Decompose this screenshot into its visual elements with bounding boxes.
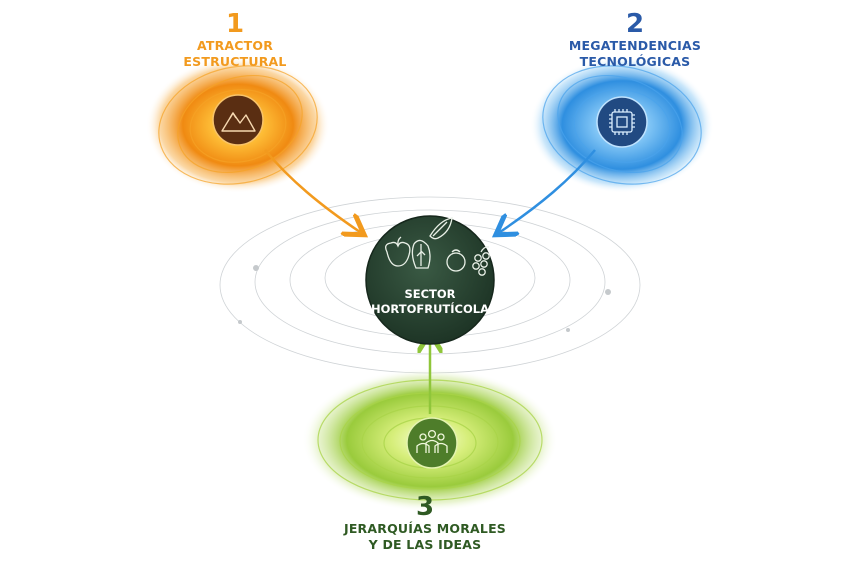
force-label-3: 3 JERARQUÍAS MORALES Y DE LAS IDEAS	[310, 493, 540, 553]
orbit-dot	[253, 265, 259, 271]
center-title-line: SECTOR	[404, 287, 456, 301]
force-title: MEGATENDENCIAS	[568, 38, 702, 53]
force-number: 3	[415, 492, 435, 522]
force-title: TECNOLÓGICAS	[579, 54, 691, 69]
people-group-icon	[416, 429, 448, 453]
orbit-dot	[566, 328, 570, 332]
force-title: ATRACTOR	[196, 38, 274, 53]
force-number: 1	[225, 9, 245, 39]
force-label-2: 2 MEGATENDENCIAS TECNOLÓGICAS	[545, 10, 725, 70]
force-number: 2	[625, 9, 645, 39]
center-title-line: HORTOFRUTÍCOLA	[371, 302, 489, 316]
force-title: ESTRUCTURAL	[183, 54, 287, 69]
center-node	[365, 215, 495, 345]
fruits-vegetables-icon	[385, 217, 490, 276]
vortex-atractor-estructural	[146, 57, 360, 232]
force-title: JERARQUÍAS MORALES	[343, 521, 507, 536]
force-label-1: 1 ATRACTOR ESTRUCTURAL	[160, 10, 310, 70]
mountain-icon	[221, 112, 256, 132]
microchip-icon	[609, 109, 635, 135]
center-title: SECTOR HORTOFRUTÍCOLA	[365, 287, 495, 317]
vortex-megatendencias-tecnologicas	[500, 57, 714, 232]
orbit-dot	[238, 320, 242, 324]
orbit-dot	[605, 289, 611, 295]
vortex-jerarquias-morales	[302, 338, 558, 512]
force-title: Y DE LAS IDEAS	[368, 537, 482, 552]
